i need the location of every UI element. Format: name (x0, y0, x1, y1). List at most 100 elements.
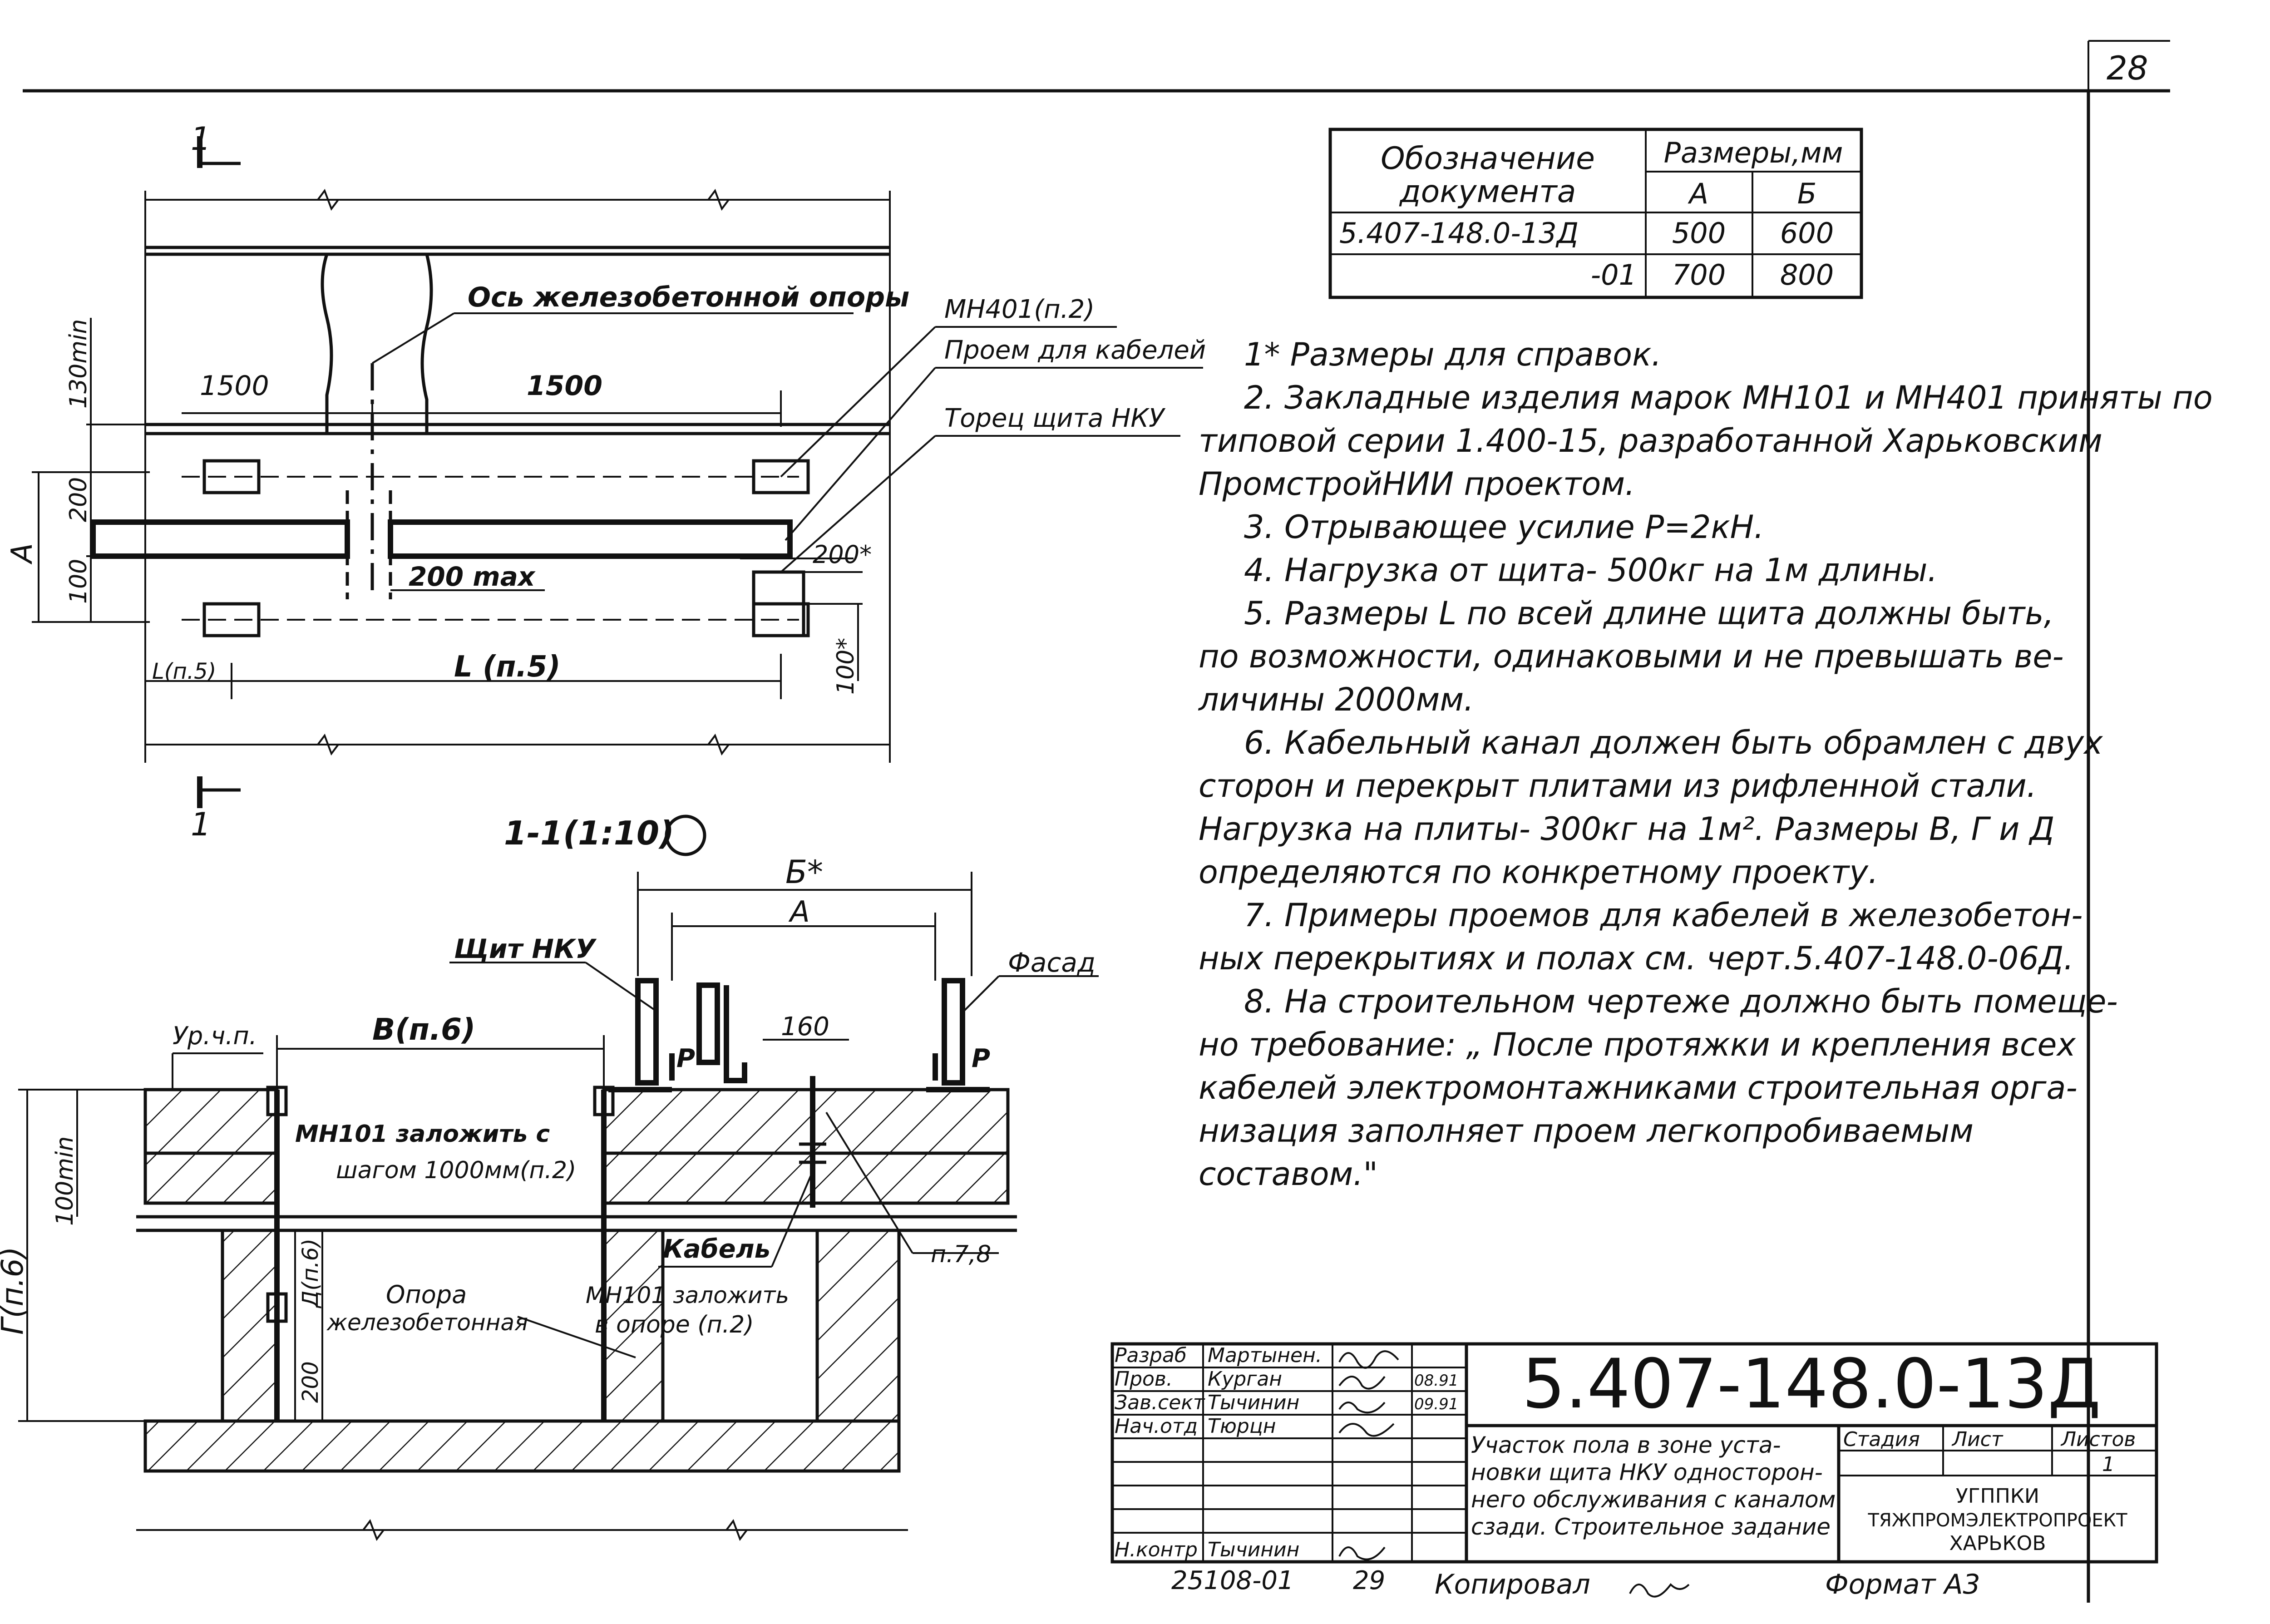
section-dim-200: 200 (298, 1361, 323, 1403)
sheet-frame (23, 40, 2170, 1603)
section-label-p2: Р (972, 1044, 990, 1073)
section-title: 1-1(1:10) (504, 814, 674, 852)
plan-view (32, 136, 1203, 808)
name-cell: Мартынен. (1208, 1344, 1322, 1367)
note-line: 3. Отрывающее усилие Р=2кН. (1244, 508, 1764, 546)
signatures (1338, 1350, 1399, 1560)
note-line: кабелей электромонтажниками строительная… (1199, 1069, 2078, 1106)
section-dim-b-star: Б* (785, 854, 823, 891)
document-designation: 5.407-148.0-13Д (1522, 1345, 2101, 1424)
spec-header-doc-line2: документа (1399, 174, 1576, 210)
spec-row-2-doc: -01 (1591, 258, 1637, 291)
note-line: 6. Кабельный канал должен быть обрамлен … (1244, 724, 2103, 761)
plan-dim-a: A (5, 543, 39, 565)
stage-label: Стадия (1843, 1428, 1920, 1451)
note-line: низация заполняет проем легкопробиваемым (1199, 1112, 1974, 1150)
plan-dim-1500-left: 1500 (200, 370, 269, 402)
spec-row-1-a: 500 (1672, 217, 1726, 250)
org-line: УГППКИ (1956, 1485, 2039, 1508)
role-cell: Нач.отд (1115, 1415, 1198, 1438)
spec-header-sizes: Размеры,мм (1664, 136, 1843, 169)
sheets-label: Листов (2060, 1428, 2136, 1451)
section-dim-v: В(п.6) (372, 1012, 475, 1047)
role-cell: Пров. (1115, 1367, 1173, 1391)
role-cell: Разраб (1115, 1344, 1187, 1367)
section-label-mn101b-2: в опоре (п.2) (595, 1311, 754, 1338)
note-line: сторон и перекрыт плитами из рифленной с… (1199, 767, 2037, 805)
note-line: 8. На строительном чертеже должно быть п… (1244, 983, 2118, 1020)
date-cell: 08.91 (1414, 1372, 1458, 1390)
org-line: ТЯЖПРОМЭЛЕКТРОПРОЕКТ (1867, 1510, 2127, 1531)
section-dim-100min: 100min (51, 1136, 79, 1226)
spec-header-a: А (1688, 177, 1708, 210)
plan-dim-200star: 200* (813, 540, 872, 569)
spec-header-b: Б (1797, 177, 1817, 210)
spec-row-1-b: 600 (1780, 217, 1834, 250)
plan-dim-130min: 130min (65, 319, 92, 409)
note-line: Нагрузка на плиты- 300кг на 1м². Размеры… (1199, 810, 2054, 848)
section-dim-g: Г(п.6) (0, 1247, 30, 1335)
title-line: него обслуживания с каналом (1471, 1486, 1836, 1513)
role-cell: Зав.сект (1115, 1391, 1205, 1414)
plan-dim-l-small: L(п.5) (152, 659, 216, 684)
sheet-label: Лист (1951, 1428, 2004, 1451)
note-line: 1* Размеры для справок. (1244, 336, 1662, 373)
section-view (18, 814, 1099, 1541)
section-label-facade: Фасад (1008, 947, 1096, 978)
note-line: типовой серии 1.400-15, разработанной Ха… (1199, 422, 2102, 459)
plan-dim-100: 100 (65, 559, 92, 604)
section-label-note78: п.7,8 (931, 1241, 991, 1268)
plan-dim-200max: 200 max (409, 561, 536, 592)
notes-block: 1* Размеры для справок. 2. Закладные изд… (1198, 336, 2213, 1193)
section-label-p1: Р (676, 1044, 695, 1073)
footer-format: Формат А3 (1825, 1569, 1980, 1600)
plan-label-axis: Ось железобетонной опоры (468, 281, 909, 313)
plan-dim-200: 200 (65, 477, 92, 522)
section-label-floor: Ур.ч.п. (173, 1022, 257, 1050)
plan-label-face: Торец щита НКУ (944, 404, 1166, 433)
org-line: ХАРЬКОВ (1949, 1532, 2046, 1555)
note-line: по возможности, одинаковыми и не превыша… (1199, 638, 2064, 675)
section-dim-160: 160 (781, 1012, 829, 1042)
spec-row-2-b: 800 (1780, 258, 1834, 291)
spec-table (1328, 128, 1863, 299)
title-line: сзади. Строительное задание (1471, 1514, 1831, 1540)
plan-dim-l: L (п.5) (454, 650, 561, 684)
plan-section-mark-bottom: 1 (191, 806, 211, 843)
section-label-mn101-2: шагом 1000мм(п.2) (336, 1157, 576, 1184)
role-cell: Н.контр (1115, 1538, 1198, 1561)
note-line: составом." (1199, 1155, 1378, 1193)
name-cell: Тюрцн (1208, 1415, 1276, 1438)
note-line: 2. Закладные изделия марок МН101 и МН401… (1244, 379, 2213, 416)
spec-row-2-a: 700 (1672, 258, 1726, 291)
section-label-panel: Щит НКУ (454, 933, 597, 964)
title-block-roles: Разраб Пров. Зав.сект Нач.отд Н.контр Ма… (1115, 1344, 1458, 1561)
section-dim-d: Д(п.6) (298, 1239, 323, 1308)
spec-row-1-doc: 5.407-148.0-13Д (1339, 217, 1579, 250)
section-dim-a: А (788, 895, 810, 929)
sheets-value: 1 (2102, 1453, 2115, 1476)
note-line: ных перекрытиях и полах см. черт.5.407-1… (1199, 940, 2074, 977)
note-line: но требование: „ После протяжки и крепле… (1199, 1026, 2076, 1063)
sheet-number: 28 (2107, 49, 2148, 87)
name-cell: Тычинин (1208, 1391, 1299, 1414)
name-cell: Курган (1208, 1367, 1282, 1391)
note-line: определяются по конкретному проекту. (1199, 854, 1878, 891)
title-line: Участок пола в зоне уста- (1471, 1432, 1781, 1458)
title-block (1110, 1342, 2158, 1564)
section-label-cable: Кабель (663, 1234, 770, 1264)
note-line: 7. Примеры проемов для кабелей в железоб… (1244, 897, 2082, 934)
note-line: личины 2000мм. (1198, 681, 1474, 718)
note-line: ПромстройНИИ проектом. (1199, 465, 1635, 503)
note-line: 5. Размеры L по всей длине щита должны б… (1244, 595, 2054, 632)
spec-header-doc-line1: Обозначение (1381, 141, 1595, 177)
section-label-support-2: железобетонная (326, 1309, 528, 1336)
section-label-support-1: Опора (386, 1280, 467, 1309)
name-cell: Тычинин (1208, 1538, 1299, 1561)
plan-section-mark-top: 1 (191, 120, 211, 158)
plan-dim-1500-right: 1500 (527, 370, 602, 402)
title-line: новки щита НКУ односторон- (1471, 1459, 1823, 1486)
section-label-mn101b-1: МН101 заложить (586, 1282, 789, 1308)
date-cell: 09.91 (1414, 1395, 1458, 1413)
